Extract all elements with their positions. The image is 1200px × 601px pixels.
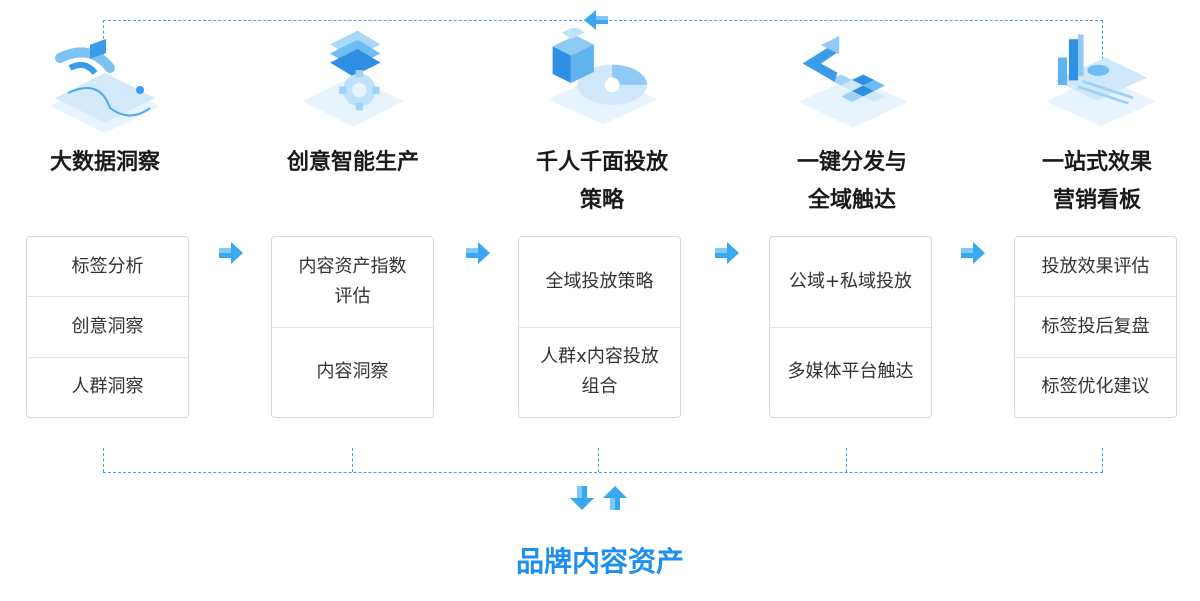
bottom-connector-2 — [352, 448, 353, 472]
stage-card-1: 标签分析 创意洞察 人群洞察 — [26, 236, 189, 418]
arrow-down-icon — [570, 486, 594, 510]
creative-production-icon — [302, 30, 404, 127]
flow-arrow-right-icon — [715, 242, 739, 264]
card-item: 创意洞察 — [27, 297, 188, 358]
card-item: 内容洞察 — [316, 361, 389, 383]
targeting-strategy-icon — [548, 28, 658, 125]
loop-arrow-left-icon — [584, 10, 608, 30]
bottom-connector-5 — [1102, 448, 1103, 472]
stage-card-5: 投放效果评估 标签投后复盘 标签优化建议 — [1014, 236, 1177, 418]
stage-title-4: 一键分发与 全域触达 — [796, 150, 907, 213]
card-item: 人群x内容投放 组合 — [540, 346, 659, 398]
dashboard-icon — [1046, 34, 1156, 127]
card-item: 内容资产指数 评估 — [272, 237, 433, 328]
bottom-connector-line — [103, 472, 1103, 473]
bottom-connector-1 — [103, 448, 104, 472]
bottom-connector-3 — [598, 448, 599, 472]
arrow-up-icon — [603, 486, 627, 510]
card-item: 全域投放策略 — [519, 237, 680, 328]
stage-card-4: 公域+私域投放 多媒体平台触达 — [769, 236, 932, 418]
data-insight-icon — [50, 38, 160, 133]
flow-arrow-right-icon — [961, 242, 985, 264]
flow-arrow-right-icon — [219, 242, 243, 264]
card-item: 公域+私域投放 — [770, 237, 931, 328]
stage-title-2: 创意智能生产 — [286, 150, 419, 175]
card-item: 标签投后复盘 — [1015, 297, 1176, 358]
bottom-connector-4 — [846, 448, 847, 472]
stage-title-3: 千人千面投放 策略 — [535, 150, 668, 213]
flow-arrow-right-icon — [466, 242, 490, 264]
card-item: 标签分析 — [27, 237, 188, 298]
brand-content-assets-title: 品牌内容资产 — [515, 545, 684, 578]
stage-title-5: 一站式效果 营销看板 — [1041, 150, 1152, 213]
stage-title-1: 大数据洞察 — [49, 150, 160, 175]
stage-card-2: 内容资产指数 评估 内容洞察 — [271, 236, 434, 418]
stage-card-3: 全域投放策略 人群x内容投放 组合 — [518, 236, 681, 418]
top-loop-right — [1102, 20, 1103, 60]
card-item: 人群洞察 — [71, 376, 144, 398]
distribution-icon — [798, 36, 908, 128]
card-item: 标签优化建议 — [1041, 376, 1150, 398]
card-item: 投放效果评估 — [1015, 237, 1176, 298]
card-item: 多媒体平台触达 — [787, 361, 914, 383]
